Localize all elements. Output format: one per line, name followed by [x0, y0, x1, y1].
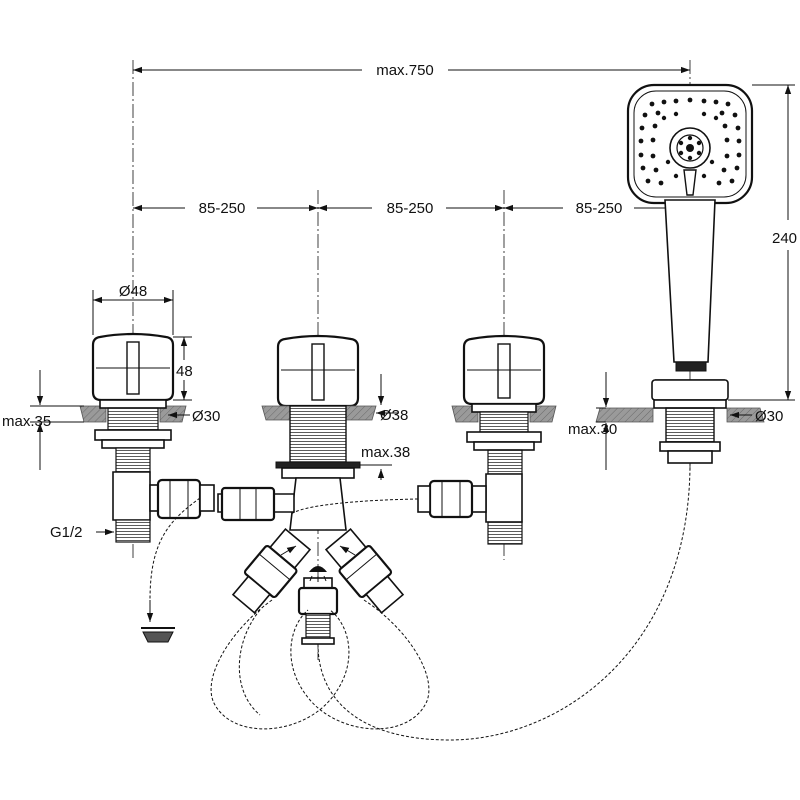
hoses: [149, 462, 691, 741]
left-valve-dimensions: Ø48 48 max.35 Ø30 G1/2: [2, 283, 220, 541]
hole-diameter-right-label: Ø30: [755, 408, 783, 425]
thread-size-label: G1/2: [50, 524, 83, 541]
left-valve: [79, 332, 215, 543]
deck-thickness-center-label: max.38: [361, 444, 410, 461]
hand-shower-length-label: 240: [772, 230, 797, 247]
drain-symbol-icon: [141, 600, 175, 643]
center-diverter: [217, 334, 405, 645]
handle-height-label: 48: [176, 363, 193, 380]
hole-diameter-left-label: Ø30: [192, 408, 220, 425]
center-lines: [132, 60, 691, 660]
hole-diameter-center-label: Ø38: [380, 407, 408, 424]
spacing-dimensions: 85-250 85-250 85-250: [133, 200, 690, 217]
spacing-label-2: 85-250: [387, 200, 434, 217]
hand-shower: [595, 83, 765, 464]
deck-thickness-right-label: max.30: [568, 421, 617, 438]
overall-width-dimension: max.750: [133, 62, 690, 79]
overall-width-label: max.750: [376, 62, 434, 79]
spacing-label-3: 85-250: [576, 200, 623, 217]
deck-thickness-left-label: max.35: [2, 413, 51, 430]
hand-shower-dimensions: 240 max.30 Ø30: [568, 84, 797, 470]
handle-diameter-label: Ø48: [119, 283, 147, 300]
center-diverter-dimensions: Ø38 max.38: [360, 374, 410, 480]
right-valve: [417, 334, 557, 545]
spacing-label-1: 85-250: [199, 200, 246, 217]
